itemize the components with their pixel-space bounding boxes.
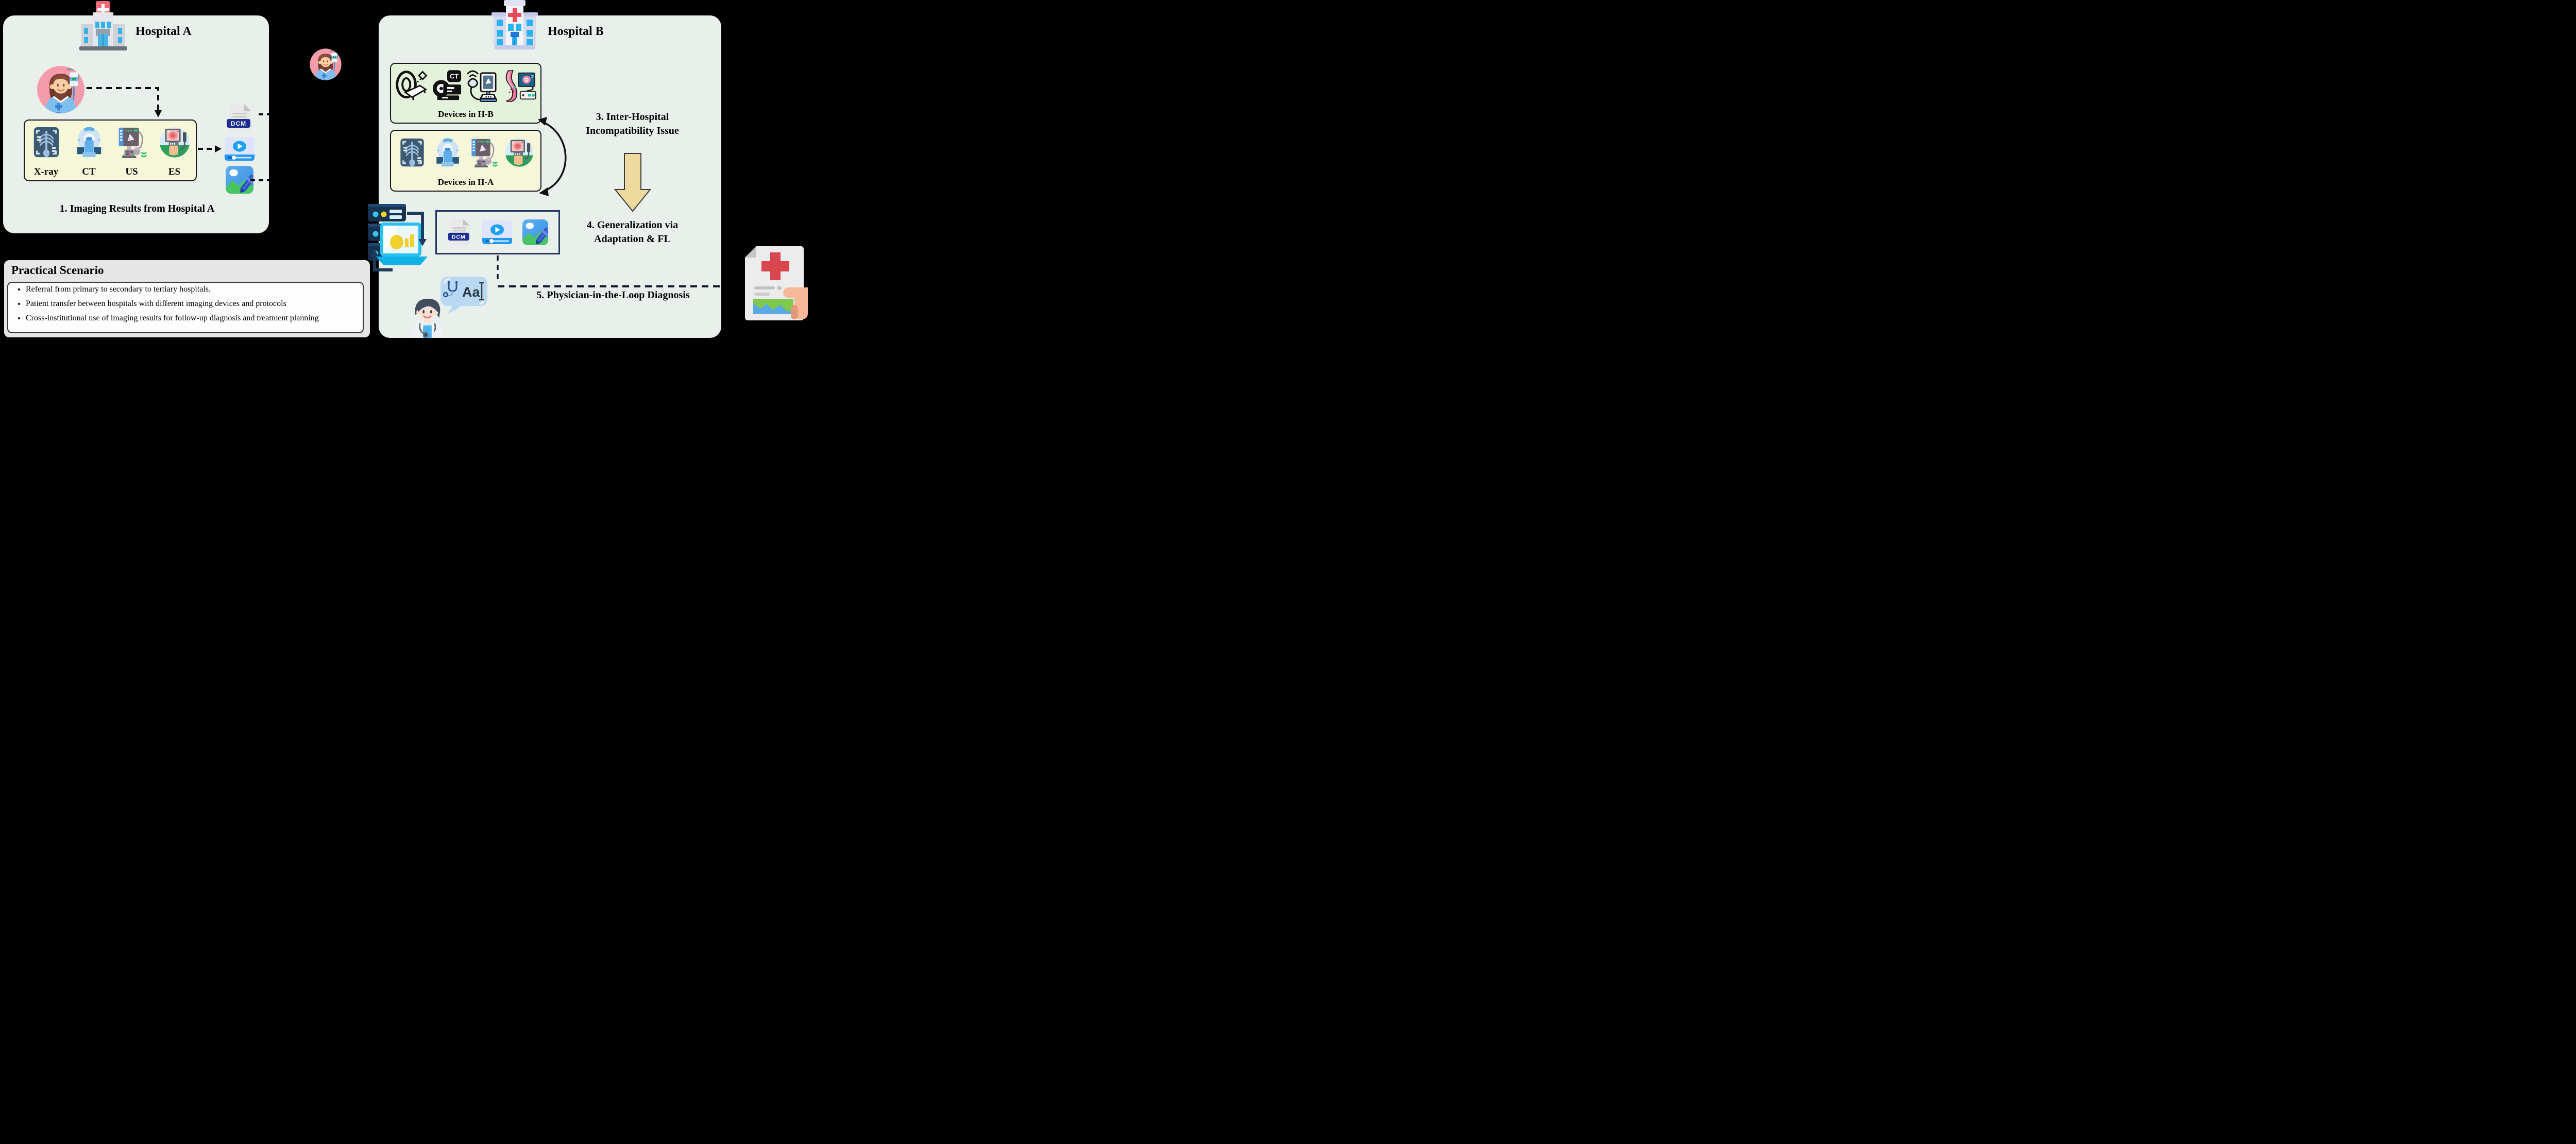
laptop-icon: [376, 223, 428, 265]
dcm-file-icon: DCM: [226, 102, 253, 135]
practical-scenario-list: Referral from primary to secondary to te…: [12, 284, 374, 328]
endoscopy-icon: [159, 126, 191, 158]
step4-line1: 4. Generalization via: [586, 219, 679, 231]
video-file-icon: [225, 137, 255, 161]
svg-text:DCM: DCM: [231, 120, 246, 127]
us-label: US: [125, 166, 138, 177]
step4-line2: Adaptation & FL: [594, 233, 671, 245]
svg-text:CT: CT: [450, 73, 459, 80]
hospital-a-title: Hospital A: [135, 25, 192, 38]
image-file-icon-b: [522, 219, 548, 245]
xray-label: X-ray: [33, 166, 59, 177]
mri-lineart-icon: [395, 69, 429, 103]
hospital-a-building-icon: [79, 1, 127, 50]
step3-caption: 3. Inter-Hospital Incompatibility Issue: [559, 110, 706, 138]
scenario-bullet-3: Cross-institutional use of imaging resul…: [26, 313, 374, 323]
hospital-b-building-icon: [492, 0, 538, 49]
ct-label: CT: [82, 166, 96, 177]
diagram-canvas: Hospital A X-ray CT US ES 1. Imaging Res…: [0, 0, 808, 342]
bubble-text: Aa: [462, 284, 480, 300]
step1-caption: 1. Imaging Results from Hospital A: [59, 203, 215, 214]
video-file-icon-b: [482, 220, 512, 244]
medical-report-icon: [745, 246, 808, 320]
xray-icon-small: [397, 138, 427, 167]
endoscopy-icon-small: [504, 138, 534, 167]
step3-line1: 3. Inter-Hospital: [596, 111, 669, 123]
text-cursor-icon: [479, 282, 484, 301]
devices-hb-label: Devices in H-B: [438, 109, 494, 119]
scenario-bullet-1: Referral from primary to secondary to te…: [26, 284, 374, 295]
ct-icon-small: [433, 138, 463, 167]
ultrasound-icon-small: [469, 138, 499, 167]
endoscopy-device-icon: [501, 70, 537, 102]
svg-text:DCM: DCM: [452, 234, 466, 240]
step5-caption: 5. Physician-in-the-Loop Diagnosis: [536, 289, 690, 301]
patient-transfer-avatar: [309, 48, 342, 81]
step4-caption: 4. Generalization via Adaptation & FL: [559, 218, 706, 246]
ct-lineart-icon: CT: [432, 70, 462, 102]
devices-ha-box: Devices in H-A: [390, 130, 541, 192]
xray-icon: [30, 126, 62, 158]
step3-line2: Incompatibility Issue: [586, 125, 679, 136]
devices-hb-box: CT Devices in H-B: [390, 63, 541, 124]
dcm-file-icon-b: DCM: [447, 217, 472, 247]
stethoscope-icon: [443, 281, 457, 298]
ultrasound-lineart-icon: [465, 70, 497, 102]
hand-icon: [783, 287, 808, 319]
doctor-avatar: [411, 298, 444, 338]
scenario-bullet-2: Patient transfer between hospitals with …: [26, 299, 374, 309]
practical-scenario-title: Practical Scenario: [11, 264, 104, 277]
devices-ha-label: Devices in H-A: [437, 177, 494, 187]
speech-bubble: Aa: [440, 277, 487, 314]
patient-avatar: [36, 65, 86, 114]
practical-scenario-box: [7, 282, 364, 333]
image-file-icon: [226, 166, 253, 194]
hospital-a-device-box: X-ray CT US ES: [24, 119, 197, 181]
adapted-files-box: DCM: [435, 210, 560, 254]
hospital-b-title: Hospital B: [548, 25, 604, 38]
es-label: ES: [168, 166, 181, 177]
ct-icon: [73, 126, 105, 158]
ultrasound-icon: [116, 126, 148, 158]
